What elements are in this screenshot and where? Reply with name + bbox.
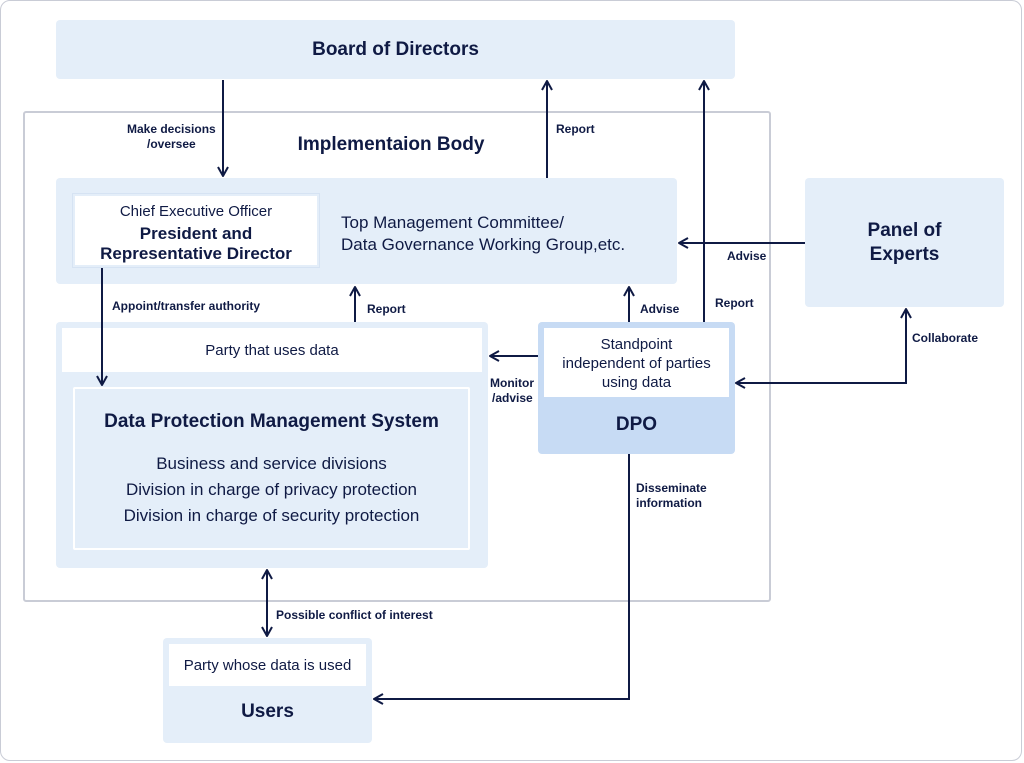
panel-line2: Experts [869,244,940,265]
users-box: Party whose data is used Users [163,638,372,743]
dpo-standpoint-line3: using data [601,374,672,391]
dpo-box: Standpoint independent of parties using … [538,322,735,454]
dpo-title: DPO [615,414,658,435]
management-box: Chief Executive Officer President and Re… [56,178,677,284]
dpms-title: Data Protection Management System [104,411,439,432]
dpms-division-privacy: Division in charge of privacy protection [125,480,418,499]
party-uses-data-label: Party that uses data [205,341,339,359]
party-uses-data-header: Party that uses data [62,328,482,372]
ceo-box: Chief Executive Officer President and Re… [73,194,319,267]
label-report-board: Report [556,122,595,136]
label-appoint: Appoint/transfer authority [112,299,261,313]
dpo-standpoint-line2: independent of parties [562,355,711,372]
label-advise-dpo: Advise [640,302,680,316]
users-title: Users [241,701,294,722]
panel-line1: Panel of [867,220,942,241]
label-disseminate-2: information [636,496,702,510]
arrow-collaborate [735,308,912,389]
implementation-body-title: Implementaion Body [297,134,485,155]
arrow-disseminate [373,454,630,705]
label-monitor-1: Monitor [490,376,534,390]
label-report-party: Report [367,302,406,316]
label-report-dpo: Report [715,296,754,310]
label-disseminate-1: Disseminate [636,481,707,495]
ceo-caption: Chief Executive Officer [119,203,273,220]
ceo-title-line2: Representative Director [100,244,292,263]
label-collaborate: Collaborate [912,331,979,345]
label-monitor-2: /advise [492,391,533,405]
dpo-standpoint-line1: Standpoint [600,336,673,353]
panel-of-experts-box: Panel of Experts [805,178,1004,307]
label-advise-panel: Advise [727,249,767,263]
dpms-box: Data Protection Management System Busine… [73,387,470,550]
board-title: Board of Directors [312,38,479,60]
ceo-title-line1: President and [139,224,253,243]
dpms-division-business: Business and service divisions [156,454,387,473]
label-make-decisions-2: /oversee [147,137,196,151]
dpms-division-security: Division in charge of security protectio… [123,506,420,525]
label-make-decisions-1: Make decisions [127,122,216,136]
party-uses-data-box: Party that uses data Data Protection Man… [56,322,488,568]
users-caption: Party whose data is used [183,656,352,674]
committee-line2: Data Governance Working Group,etc. [341,235,626,254]
dpo-standpoint-box: Standpoint independent of parties using … [544,328,729,397]
board-of-directors-box: Board of Directors [56,20,735,79]
users-caption-box: Party whose data is used [169,644,366,686]
committee-line1: Top Management Committee/ [341,213,564,232]
label-conflict: Possible conflict of interest [276,608,433,622]
